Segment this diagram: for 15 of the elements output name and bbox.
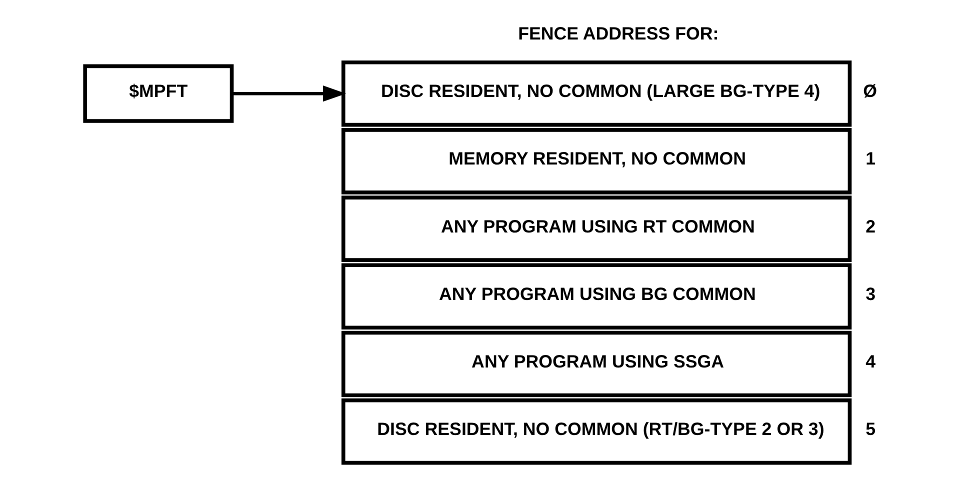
label: FENCE ADDRESS FOR: [518, 24, 718, 44]
node-box: ANY PROGRAM USING SSGA [340, 330, 852, 398]
node-box: DISC RESIDENT, NO COMMON (RT/BG-TYPE 2 OR 3) [340, 398, 852, 465]
node-box: DISC RESIDENT, NO COMMON (LARGE BG-TYPE 4) [340, 60, 852, 127]
node-box: ANY PROGRAM USING RT COMMON [340, 196, 852, 262]
node-label: Ø [862, 81, 877, 102]
node-box: ANY PROGRAM USING BG COMMON [340, 263, 852, 330]
node-label: 3 [865, 284, 876, 304]
node-box: MEMORY RESIDENT, NO COMMON [340, 128, 852, 194]
node-label: 2 [865, 216, 876, 236]
arrow [232, 86, 346, 102]
node-box: $MPFT [82, 64, 234, 123]
node-label: 4 [865, 351, 876, 372]
node-label: 1 [865, 148, 876, 169]
node-label: 5 [865, 419, 876, 440]
